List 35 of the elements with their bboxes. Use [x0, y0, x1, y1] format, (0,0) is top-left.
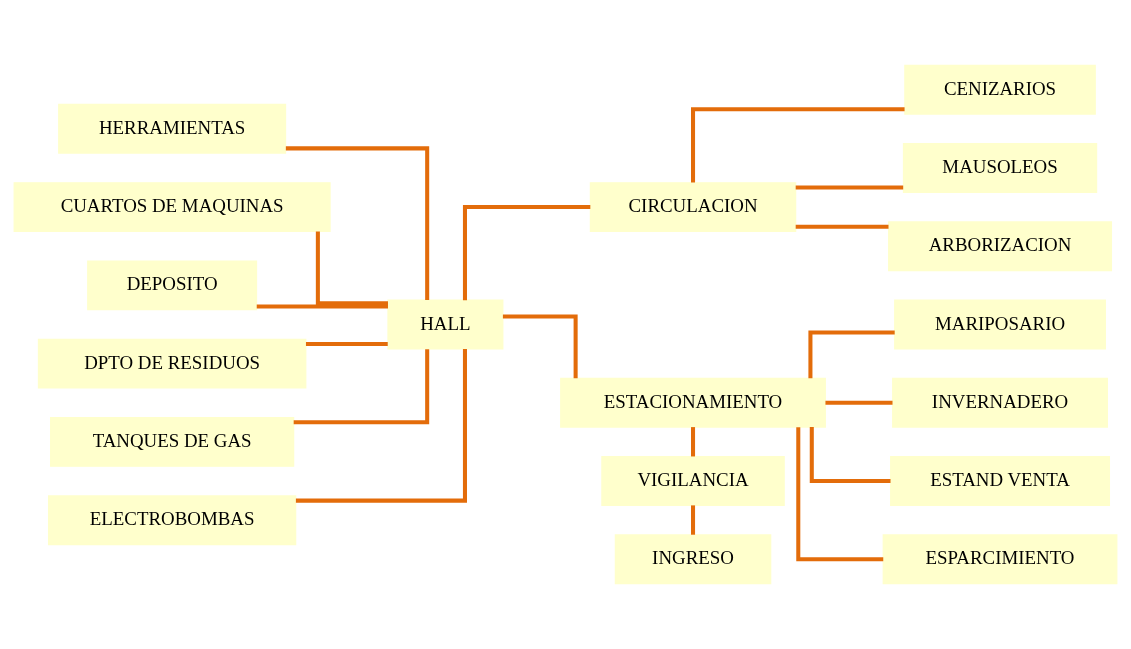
node-box: CENIZARIOS: [904, 64, 1096, 115]
node-box: MAUSOLEOS: [902, 143, 1098, 193]
connector: [691, 427, 696, 457]
node-box: ESPARCIMIENTO: [882, 534, 1118, 585]
connector: [256, 304, 388, 309]
connector: [305, 342, 388, 347]
node-box: ESTAND VENTA: [890, 456, 1110, 506]
node-box: CIRCULACION: [589, 182, 797, 233]
connector: [502, 314, 578, 379]
node-box: HALL: [387, 299, 504, 350]
connector: [825, 400, 893, 405]
node-box: TANQUES DE GAS: [50, 416, 295, 467]
node-box: DPTO DE RESIDUOS: [37, 338, 307, 389]
node-box: ESTACIONAMIENTO: [560, 377, 826, 428]
node-box: DEPOSITO: [87, 260, 258, 311]
connector: [809, 427, 891, 484]
node-box: INGRESO: [614, 534, 772, 585]
connector: [691, 107, 905, 183]
connector: [293, 349, 430, 425]
connector: [315, 231, 388, 306]
node-box: CUARTOS DE MAQUINAS: [13, 182, 331, 233]
connector: [462, 205, 591, 301]
connector: [691, 505, 696, 535]
connector: [795, 224, 889, 229]
node-box: VIGILANCIA: [601, 456, 785, 506]
connector: [285, 146, 430, 300]
node-box: INVERNADERO: [892, 377, 1108, 428]
connector: [795, 185, 904, 190]
connector: [295, 349, 467, 503]
node-box: MARIPOSARIO: [894, 299, 1106, 350]
connector: [796, 427, 884, 562]
connector: [808, 330, 895, 379]
node-box: HERRAMIENTAS: [58, 103, 287, 154]
node-box: ELECTROBOMBAS: [47, 495, 297, 546]
node-box: ARBORIZACION: [888, 221, 1113, 272]
